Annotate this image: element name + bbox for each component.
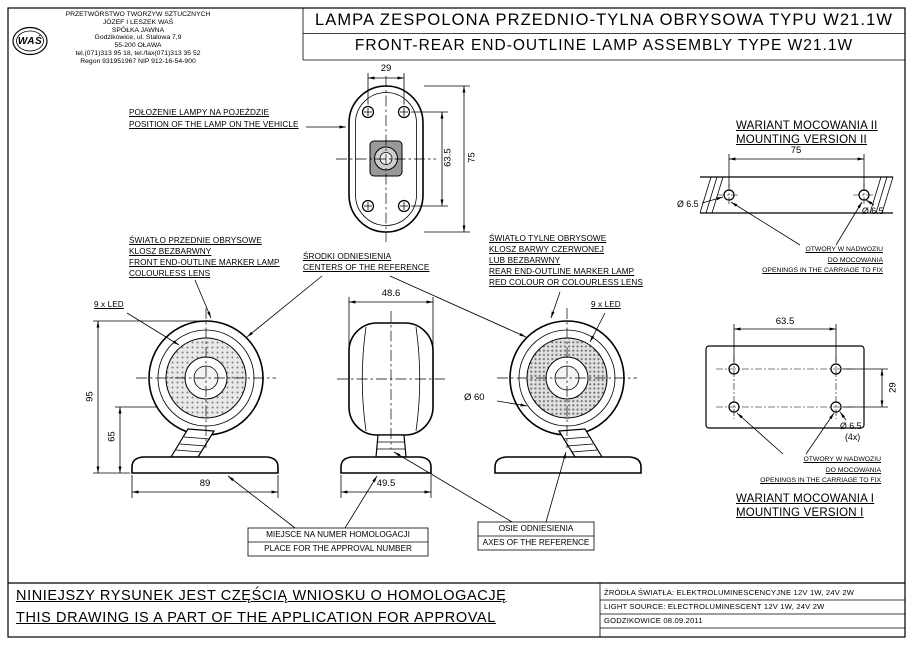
led-count-rear-label: 9 x LED	[591, 300, 621, 309]
approval-place-label-pl: MIEJSCE NA NUMER HOMOLOGACJI	[266, 530, 410, 539]
rear-lamp-label-1: ŚWIATŁO TYLNE OBRYSOWE	[489, 234, 607, 243]
dim-top-hole-spacing-x: 29	[380, 63, 392, 74]
m1-openings-label-1: OTWORY W NADWOZIU	[803, 456, 881, 463]
dim-lens-diameter: Ø 60	[464, 392, 485, 403]
dim-front-height: 95	[84, 391, 96, 402]
dim-m2-hole-spacing: 75	[790, 145, 802, 156]
top-view-dimensions	[306, 73, 470, 233]
dim-m2-hole-dia-left: Ø 6.5	[677, 199, 699, 209]
dim-side-top-width: 48.6	[381, 288, 401, 299]
centers-label-pl: ŚRODKI ODNIESIENIA	[303, 252, 392, 261]
front-lamp-label-3: FRONT END-OUTLINE MARKER LAMP	[129, 258, 280, 267]
front-view-drawing	[131, 308, 279, 474]
m2-openings-label-1: OTWORY W NADWOZIU	[805, 246, 883, 253]
mounting-version-2-drawing	[699, 176, 894, 214]
company-line-4: Godzikowice, ul. Stalowa 7,9	[94, 34, 182, 42]
approval-place-label-en: PLACE FOR THE APPROVAL NUMBER	[264, 544, 412, 553]
rear-lamp-label-2: KLOSZ BARWY CZERWONEJ	[489, 245, 604, 254]
side-view-dimensions	[340, 297, 434, 498]
light-source-en: LIGHT SOURCE: ELECTROLUMINESCENT 12V 1W,…	[604, 602, 825, 611]
company-line-1: PRZETWÓRSTWO TWORZYW SZTUCZNYCH	[65, 11, 211, 18]
drawing-title-english: FRONT-REAR END-OUTLINE LAMP ASSEMBLY TYP…	[354, 37, 854, 54]
rear-lamp-label-4: REAR END-OUTLINE MARKER LAMP	[489, 267, 635, 276]
rear-lamp-label-3: LUB BEZBARWNY	[489, 256, 561, 265]
drawing-title-polish: LAMPA ZESPOLONA PRZEDNIO-TYLNA OBRYSOWA …	[314, 11, 894, 29]
company-line-7: Regon 931951967 NIP 912-16-54-900	[80, 57, 196, 65]
front-lamp-label-2: KLOSZ BEZBARWNY	[129, 247, 212, 256]
approval-note-en: THIS DRAWING IS A PART OF THE APPLICATIO…	[16, 610, 496, 626]
m2-openings-label-3: OPENINGS IN THE CARRIAGE TO FIX	[762, 267, 883, 274]
dim-m1-hole-spacing-x: 63.5	[775, 316, 795, 327]
approval-note-pl: NINIEJSZY RYSUNEK JEST CZĘŚCIĄ WNIOSKU O…	[16, 588, 507, 604]
dim-front-lower: 65	[106, 431, 118, 442]
mounting-version-2-title-en: MOUNTING VERSION II	[736, 134, 867, 146]
footer-separators	[8, 582, 905, 637]
reference-leaders	[227, 275, 567, 529]
axes-label-en: AXES OF THE REFERENCE	[482, 538, 590, 547]
front-lamp-label-1: ŚWIATŁO PRZEDNIE OBRYSOWE	[129, 236, 262, 245]
company-line-5: 55-200 OŁAWA	[114, 42, 162, 50]
company-line-6: tel.(071)313 95 18, tel./fax(071)313 35 …	[75, 49, 201, 57]
dim-top-overall: 75	[466, 152, 478, 163]
page-frame	[7, 7, 906, 638]
led-count-front-label: 9 x LED	[94, 300, 124, 309]
dim-m2-hole-dia-right: Ø 6.5	[862, 206, 884, 216]
dim-m1-hole-dia: Ø 6.5	[840, 421, 862, 431]
rear-lamp-label-5: RED COLOUR OR COLOURLESS LENS	[489, 278, 643, 287]
m2-openings-label-2: DO MOCOWANIA	[827, 256, 883, 264]
company-logo: WAŚ	[17, 36, 43, 47]
mounting-version-2-dimensions	[701, 154, 875, 246]
label-boxes	[247, 521, 595, 557]
company-line-2: JÓZEF I LESZEK WAŚ	[102, 18, 174, 26]
dim-front-base-width: 89	[199, 478, 211, 489]
dim-m1-hole-spacing-y: 29	[887, 382, 899, 393]
rear-view-drawing	[494, 308, 642, 474]
company-logo-mark	[12, 26, 48, 56]
mounting-version-1-title-pl: WARIANT MOCOWANIA I	[736, 493, 875, 505]
company-line-3: SPÓŁKA JAWNA	[111, 26, 165, 34]
side-view-drawing	[337, 311, 445, 474]
mounting-version-1-title-en: MOUNTING VERSION I	[736, 507, 864, 519]
rear-view-annotations	[496, 291, 606, 407]
dim-side-base-width: 49.5	[376, 478, 396, 489]
header-separators	[302, 8, 905, 61]
front-lamp-label-4: COLOURLESS LENS	[129, 269, 211, 278]
centers-label-en: CENTERS OF THE REFERENCE	[303, 263, 430, 272]
mounting-version-2-title-pl: WARIANT MOCOWANIA II	[736, 120, 878, 132]
position-label-pl: POŁOŻENIE LAMPY NA POJEŹDZIE	[129, 108, 270, 117]
front-view-dimensions	[93, 279, 279, 498]
light-source-pl: ŹRÓDŁA ŚWIATŁA: ELEKTROLUMINESCENCYJNE 1…	[604, 588, 855, 597]
company-info: PRZETWÓRSTWO TWORZYW SZTUCZNYCH JÓZEF I …	[48, 11, 228, 66]
m1-openings-label-3: OPENINGS IN THE CARRIAGE TO FIX	[760, 477, 881, 484]
position-label-en: POSITION OF THE LAMP ON THE VEHICLE	[129, 120, 299, 129]
top-view-drawing	[336, 76, 436, 242]
dim-top-hole-spacing-y: 63.5	[442, 148, 454, 167]
mounting-version-1-drawing	[705, 345, 865, 429]
m1-openings-label-2: DO MOCOWANIA	[825, 466, 881, 474]
axes-label-pl: OSIE ODNIESIENIA	[498, 524, 574, 533]
mounting-version-1-dimensions	[733, 324, 888, 455]
place-and-date: GODZIKOWICE 08.09.2011	[604, 616, 703, 625]
dim-m1-hole-count: (4x)	[845, 432, 861, 442]
